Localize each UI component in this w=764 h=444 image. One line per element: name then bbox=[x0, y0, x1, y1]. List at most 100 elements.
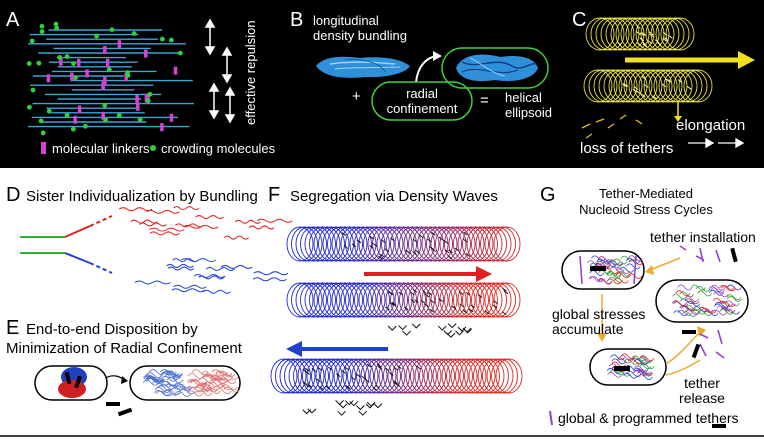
strand bbox=[681, 305, 696, 312]
tether-marks-2 bbox=[302, 400, 383, 416]
strand bbox=[638, 369, 654, 376]
tether-mark bbox=[463, 231, 468, 236]
strand bbox=[726, 284, 742, 291]
loose-tether bbox=[457, 326, 467, 332]
crowder bbox=[39, 23, 45, 29]
coil-loop bbox=[653, 69, 683, 103]
panel-d-title: Sister Individualization by Bundling bbox=[26, 188, 258, 205]
coil-loop bbox=[482, 358, 509, 394]
tether-mark bbox=[477, 294, 483, 299]
coil-loop bbox=[417, 282, 444, 318]
panel-e-letter: E bbox=[6, 317, 19, 339]
coil-loop bbox=[367, 226, 395, 262]
coil-loop bbox=[324, 358, 352, 394]
crowder bbox=[64, 54, 70, 59]
strand bbox=[726, 294, 742, 301]
crowding-label: crowding molecules bbox=[161, 141, 276, 156]
tether-mark bbox=[622, 83, 627, 88]
linker bbox=[101, 81, 105, 90]
coil-loop bbox=[600, 17, 630, 51]
bundling-label-line2: density bundling bbox=[313, 28, 407, 43]
loose-tether bbox=[398, 325, 407, 331]
coil-loop bbox=[349, 282, 377, 318]
squiggle bbox=[248, 225, 275, 230]
crowder bbox=[116, 112, 122, 118]
coil-loop bbox=[381, 282, 408, 318]
strand bbox=[624, 358, 639, 365]
strand bbox=[673, 310, 689, 317]
coil-loop bbox=[408, 282, 435, 318]
tether-mark bbox=[422, 290, 427, 294]
stresses-label-line2: accumulate bbox=[552, 321, 624, 337]
crowder bbox=[57, 55, 63, 60]
panel-a-filaments bbox=[27, 29, 194, 128]
tether-mark bbox=[463, 238, 468, 243]
tether-mark bbox=[327, 366, 333, 371]
blue-sister-bundle bbox=[134, 258, 289, 294]
tether-mark bbox=[636, 31, 641, 35]
coil-loop bbox=[583, 69, 613, 103]
squiggle bbox=[202, 289, 231, 294]
coil-loop bbox=[493, 282, 521, 318]
linker bbox=[59, 57, 63, 66]
strand bbox=[721, 285, 736, 292]
crowder bbox=[71, 61, 76, 66]
coil-loop bbox=[304, 282, 332, 318]
linker bbox=[73, 115, 77, 124]
tether-mark bbox=[415, 250, 421, 254]
coil-loop bbox=[401, 358, 428, 394]
strand bbox=[633, 359, 649, 365]
coil-loop bbox=[426, 226, 453, 262]
loose-tether bbox=[443, 330, 453, 336]
coil-loop bbox=[613, 69, 643, 103]
density-coil-3 bbox=[270, 358, 523, 394]
coil-loop bbox=[291, 282, 318, 318]
coil-loop bbox=[678, 69, 708, 103]
coil-loop bbox=[484, 282, 512, 318]
squiggle bbox=[220, 264, 253, 269]
tether-mark bbox=[668, 34, 673, 39]
tether-mark bbox=[351, 243, 357, 248]
strand bbox=[620, 353, 636, 360]
coil-loop bbox=[336, 226, 363, 262]
tether-mark bbox=[420, 299, 426, 304]
panel-a: A effective repulsion molecular linkers … bbox=[6, 9, 276, 156]
tether-mark bbox=[366, 363, 372, 368]
squiggle bbox=[256, 218, 293, 223]
squiggle bbox=[173, 284, 207, 289]
tether-mark bbox=[393, 366, 399, 371]
coil-loop bbox=[374, 358, 401, 394]
tether-mark bbox=[642, 43, 648, 48]
squiggle bbox=[149, 231, 180, 236]
strand bbox=[634, 365, 649, 372]
strand bbox=[625, 263, 641, 270]
linker bbox=[105, 58, 110, 67]
coil-loop bbox=[595, 17, 625, 51]
tether-mark bbox=[317, 367, 323, 371]
tether-mark bbox=[632, 88, 638, 93]
tether-mark bbox=[484, 310, 490, 315]
tether-mark bbox=[344, 366, 349, 371]
tether-line bbox=[579, 255, 583, 285]
coil-loop bbox=[437, 358, 464, 394]
strand bbox=[672, 293, 687, 300]
strand bbox=[219, 378, 237, 385]
coil-loop bbox=[466, 226, 494, 262]
coil-loop bbox=[475, 226, 503, 262]
coil-loop bbox=[284, 358, 311, 394]
coil-loop bbox=[313, 226, 341, 262]
coil-loop bbox=[300, 226, 327, 262]
strand bbox=[176, 383, 194, 390]
coil-loop bbox=[349, 226, 377, 262]
tether-mark bbox=[662, 38, 668, 42]
tether-mark bbox=[369, 235, 375, 240]
elongation-label: elongation bbox=[676, 117, 745, 134]
linker bbox=[46, 74, 51, 83]
tether-mark bbox=[393, 380, 398, 385]
squiggle bbox=[180, 258, 217, 263]
strand bbox=[222, 374, 239, 380]
tether-mark bbox=[459, 303, 464, 308]
coil-loop bbox=[421, 226, 449, 262]
strand bbox=[221, 384, 238, 391]
coil-bottom bbox=[583, 69, 713, 103]
